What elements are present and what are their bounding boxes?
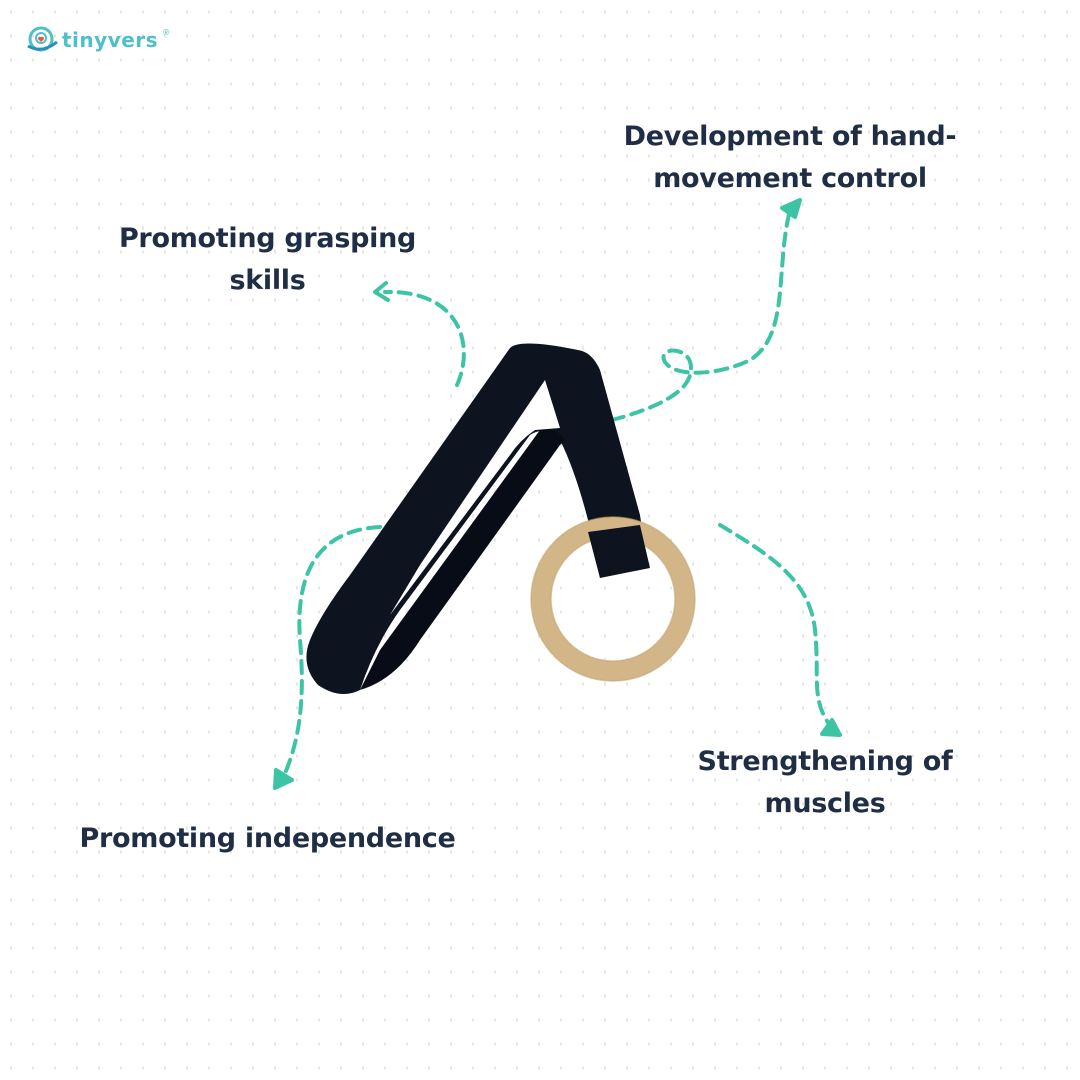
feature-line: movement control — [653, 163, 927, 194]
feature-line: Promoting grasping — [118, 223, 417, 254]
feature-independence: Promoting independence — [55, 818, 480, 860]
arrowhead-independence-icon — [273, 768, 294, 790]
wooden-ring-image — [530, 516, 696, 682]
registered-mark: ® — [162, 27, 171, 37]
tinyvers-logo-icon — [27, 26, 58, 52]
feature-line: Development of hand- — [623, 121, 957, 152]
brand-name: tinyvers — [62, 28, 159, 52]
feature-grasping-skills: Promoting grasping skills — [95, 218, 440, 302]
feature-muscle-strengthening: Strengthening of muscles — [680, 741, 970, 825]
strap-loop-image — [306, 343, 643, 694]
arrowhead-grasping-icon — [373, 281, 390, 302]
feature-line: Strengthening of — [697, 746, 953, 777]
feature-hand-movement-control: Development of hand- movement control — [600, 116, 980, 200]
arrow-independence-icon — [281, 525, 382, 780]
brand-logo: tinyvers ® — [26, 26, 170, 54]
feature-line: Promoting independence — [79, 823, 456, 854]
arrow-grasping-icon — [383, 289, 466, 387]
feature-line: skills — [229, 265, 306, 296]
arrow-hand-control-icon — [610, 208, 792, 422]
arrow-muscles-icon — [718, 523, 834, 730]
feature-line: muscles — [764, 788, 886, 819]
arrowhead-muscles-icon — [820, 718, 842, 737]
arrowhead-hand-control-icon — [780, 198, 802, 219]
